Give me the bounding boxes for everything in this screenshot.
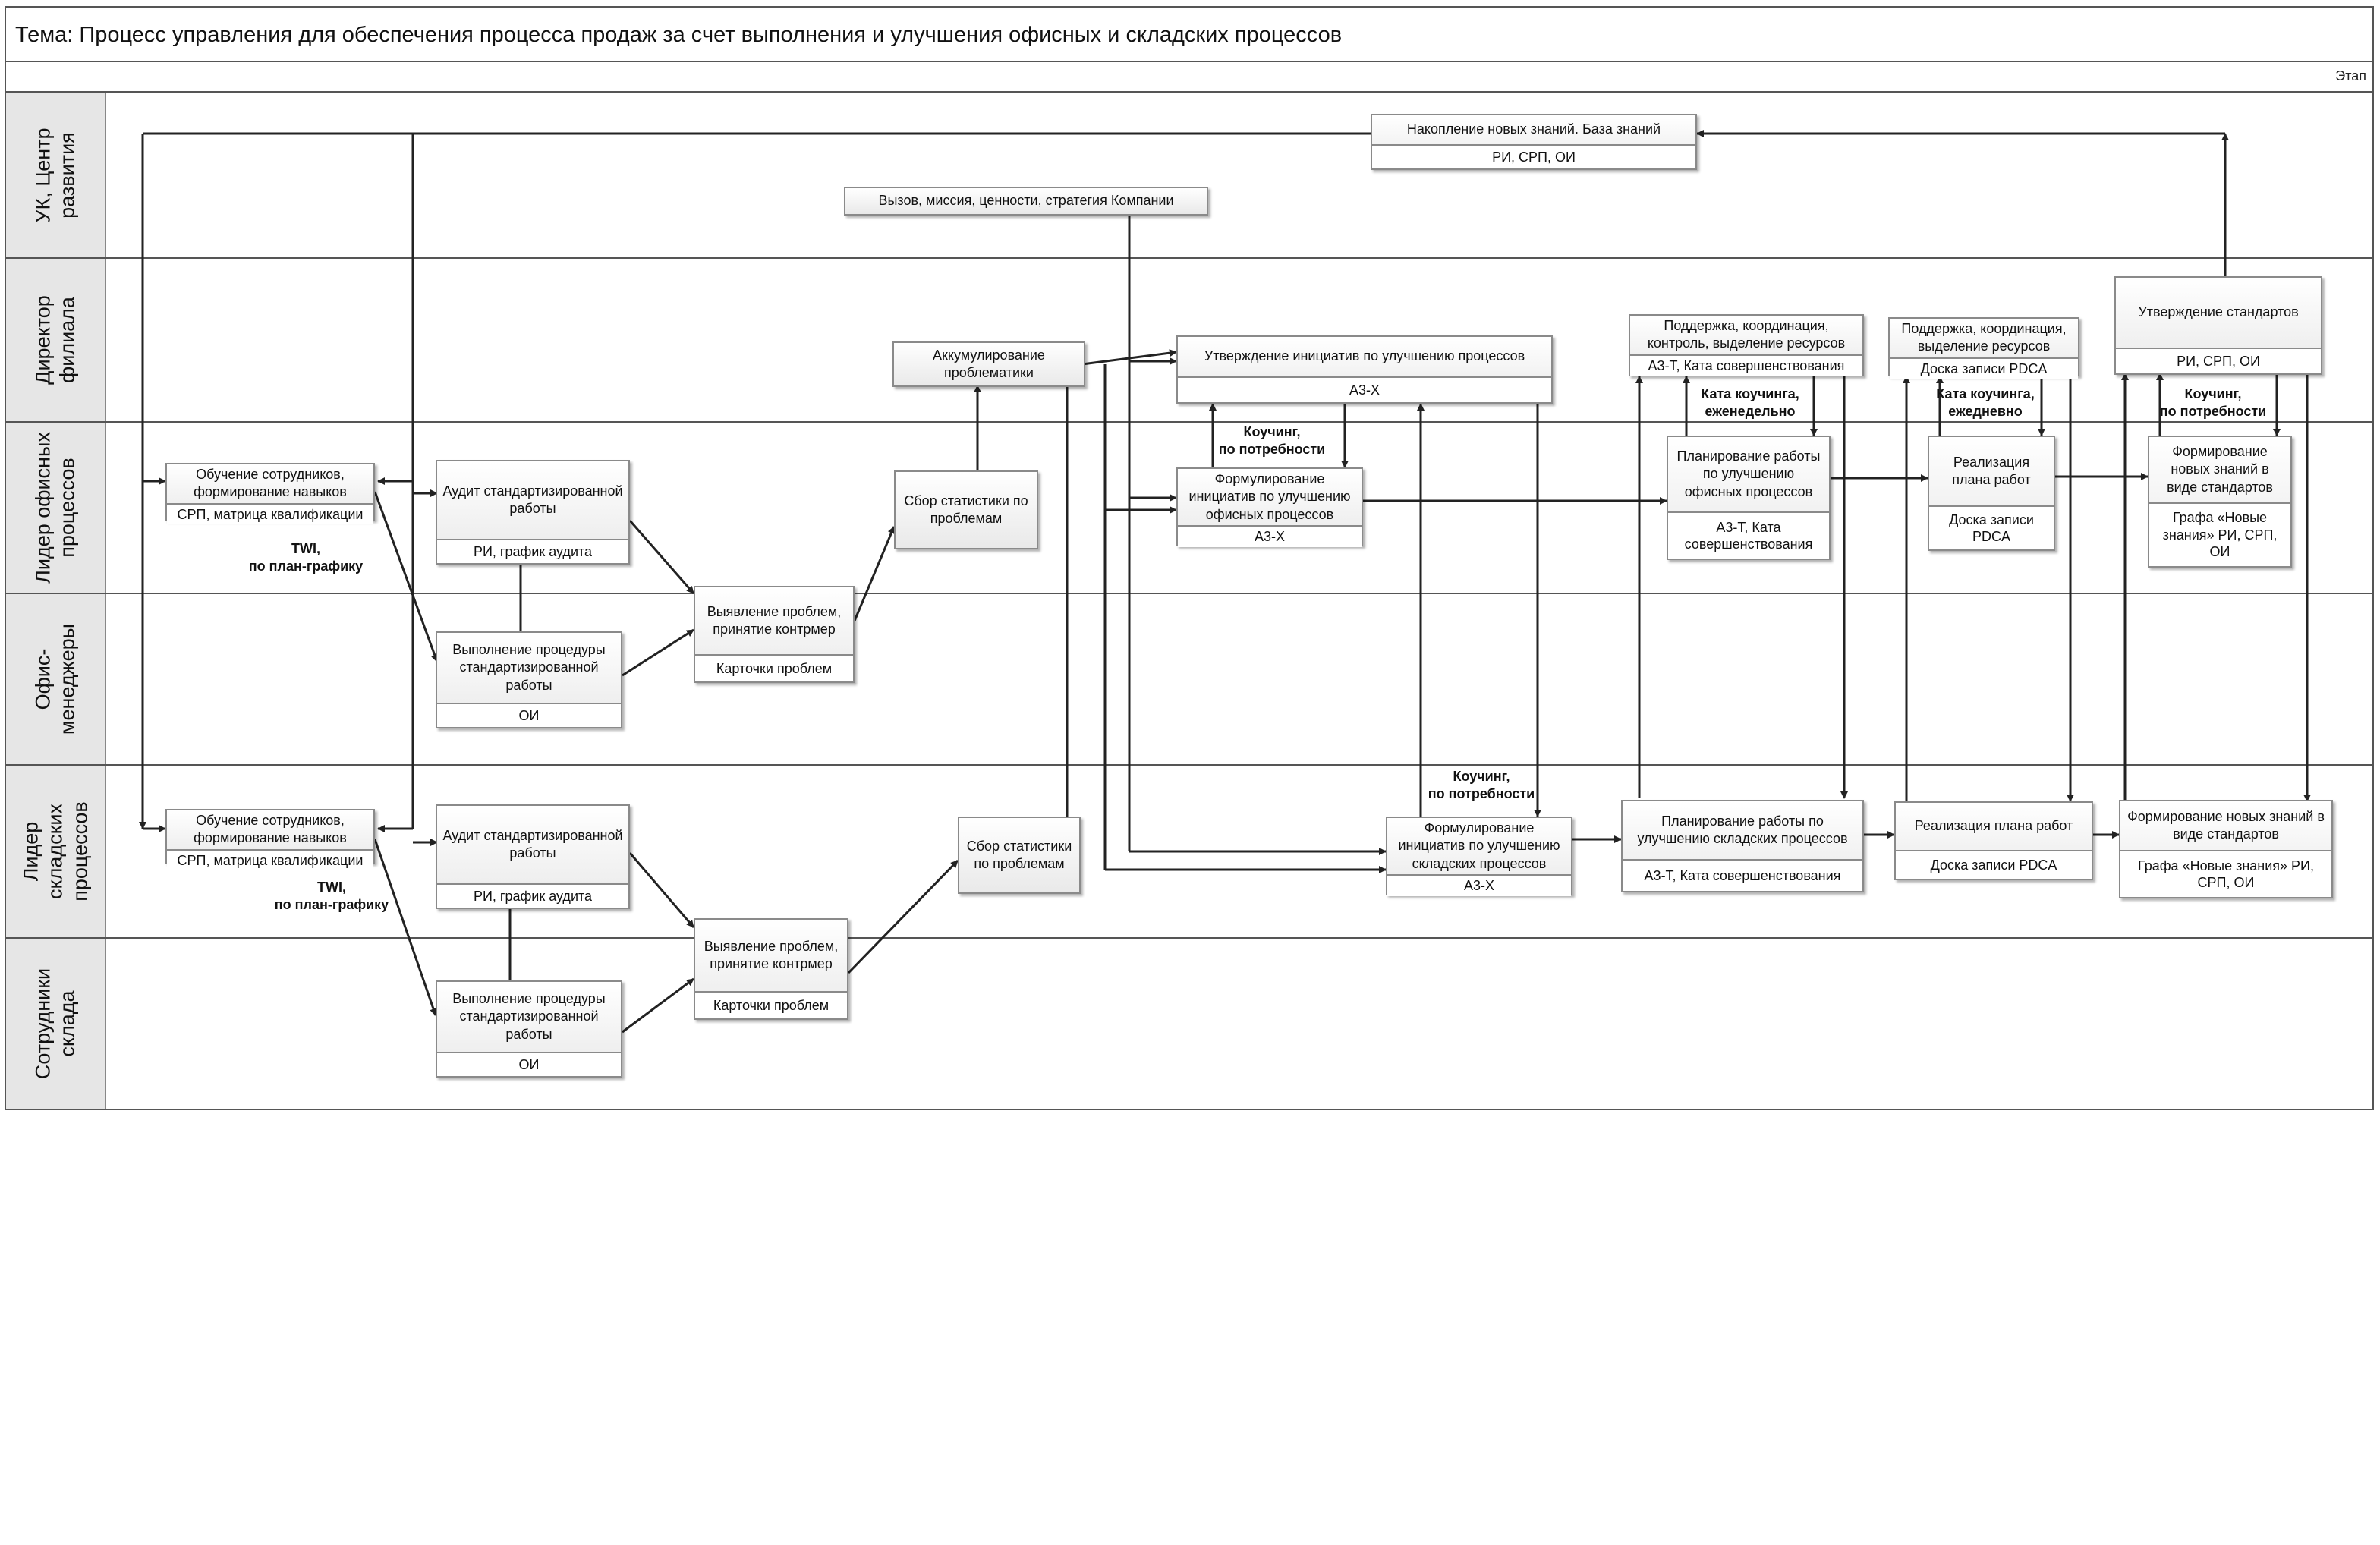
box-perform-warehouse-tools: ОИ xyxy=(437,1052,621,1076)
box-train-warehouse-title: Обучение сотрудников, формирование навык… xyxy=(194,813,347,846)
box-impl-office-tools: Доска записи PDCA xyxy=(1929,505,2054,549)
box-problems-warehouse: Выявление проблем, принятие контрмер Кар… xyxy=(694,918,848,1020)
diagram-title: Тема: Процесс управления для обеспечения… xyxy=(15,23,1343,47)
lane-branch-director: Директор филиала xyxy=(6,258,106,422)
box-problems-warehouse-tools: Карточки проблем xyxy=(695,991,847,1018)
box-audit-office: Аудит стандартизированной работы РИ, гра… xyxy=(436,460,630,565)
box-approve-standards-tools: РИ, СРП, ОИ xyxy=(2116,348,2321,373)
box-train-office-title: Обучение сотрудников, формирование навык… xyxy=(194,467,347,500)
box-plan-warehouse-tools: A3-T, Ката совершенствования xyxy=(1623,859,1862,891)
box-train-office: Обучение сотрудников, формирование навык… xyxy=(165,463,375,525)
box-support-warehouse: Поддержка, координация, выделение ресурс… xyxy=(1888,317,2079,379)
stage-label: Этап xyxy=(2335,68,2366,83)
box-new-knowledge-office: Формирование новых знаний в виде стандар… xyxy=(2148,436,2292,568)
box-train-office-tools: СРП, матрица квалификации xyxy=(167,502,373,525)
box-train-warehouse-tools: СРП, матрица квалификации xyxy=(167,848,373,871)
box-support-warehouse-tools: Доска записи PDCA xyxy=(1890,357,2078,379)
box-impl-office: Реализация плана работ Доска записи PDCA xyxy=(1928,436,2055,551)
box-accumulate-problems: Аккумулирование проблематики xyxy=(892,341,1085,387)
box-audit-office-tools: РИ, график аудита xyxy=(437,539,628,563)
box-impl-warehouse-tools: Доска записи PDCA xyxy=(1896,850,2092,879)
box-perform-warehouse: Выполнение процедуры стандартизированной… xyxy=(436,980,622,1078)
note-coaching-need-office: Коучинг, по потребности xyxy=(1218,424,1326,458)
box-support-office-tools: A3-T, Ката совершенствования xyxy=(1630,354,1862,376)
box-formulate-office-tools: A3-X xyxy=(1178,525,1362,547)
box-new-knowledge-warehouse: Формирование новых знаний в виде стандар… xyxy=(2119,800,2333,898)
box-perform-office-tools: ОИ xyxy=(437,703,621,727)
box-approve-initiatives-title: Утверждение инициатив по улучшению проце… xyxy=(1204,348,1525,364)
stage-bar: Этап xyxy=(5,62,2374,93)
box-mission-title: Вызов, миссия, ценности, стратегия Компа… xyxy=(878,193,1174,209)
box-problems-office-title: Выявление проблем, принятие контрмер xyxy=(707,603,842,637)
lane-office-leader: Лидер офисных процессов xyxy=(6,422,106,593)
box-formulate-office-title: Формулирование инициатив по улучшению оф… xyxy=(1188,471,1351,522)
box-impl-warehouse-title: Реализация плана работ xyxy=(1914,818,2073,834)
box-support-warehouse-title: Поддержка, координация, выделение ресурс… xyxy=(1901,321,2067,354)
box-new-knowledge-warehouse-tools: Графа «Новые знания» РИ, СРП, ОИ xyxy=(2120,850,2331,897)
lane-warehouse-leader: Лидер складских процессов xyxy=(6,765,106,938)
box-plan-office: Планирование работы по улучшению офисных… xyxy=(1667,436,1831,560)
box-audit-warehouse-title: Аудит стандартизированной работы xyxy=(442,827,623,861)
box-audit-warehouse-tools: РИ, график аудита xyxy=(437,883,628,908)
note-coaching-need-warehouse: Коучинг, по потребности xyxy=(1428,769,1535,802)
box-perform-office: Выполнение процедуры стандартизированной… xyxy=(436,631,622,728)
box-new-knowledge-warehouse-title: Формирование новых знаний в виде стандар… xyxy=(2127,808,2325,842)
note-kata-weekly: Ката коучинга, еженедельно xyxy=(1701,386,1799,420)
box-stats-warehouse-title: Сбор статистики по проблемам xyxy=(966,838,1072,871)
box-stats-office: Сбор статистики по проблемам xyxy=(894,470,1038,549)
box-problems-office-tools: Карточки проблем xyxy=(695,654,853,681)
box-support-office: Поддержка, координация, контроль, выделе… xyxy=(1629,314,1864,376)
box-accumulate-problems-title: Аккумулирование проблематики xyxy=(933,347,1045,380)
title-bar: Тема: Процесс управления для обеспечения… xyxy=(5,6,2374,62)
box-audit-warehouse: Аудит стандартизированной работы РИ, гра… xyxy=(436,804,630,909)
box-formulate-warehouse-title: Формулирование инициатив по улучшению ск… xyxy=(1398,820,1560,871)
box-mission: Вызов, миссия, ценности, стратегия Компа… xyxy=(844,187,1208,216)
box-formulate-office: Формулирование инициатив по улучшению оф… xyxy=(1176,467,1363,547)
lane-office-managers: Офис-менеджеры xyxy=(6,593,106,765)
box-impl-office-title: Реализация плана работ xyxy=(1952,454,2031,487)
box-train-warehouse: Обучение сотрудников, формирование навык… xyxy=(165,809,375,871)
box-approve-initiatives-tools: A3-X xyxy=(1178,376,1551,402)
lane-warehouse-staff: Сотрудники склада xyxy=(6,938,106,1109)
lane-uk-center: УК, Центр развития xyxy=(6,93,106,258)
box-perform-warehouse-title: Выполнение процедуры стандартизированной… xyxy=(452,990,606,1042)
box-plan-warehouse-title: Планирование работы по улучшению складск… xyxy=(1637,813,1848,846)
box-stats-office-title: Сбор статистики по проблемам xyxy=(904,492,1028,526)
box-support-office-title: Поддержка, координация, контроль, выделе… xyxy=(1647,318,1846,351)
box-plan-office-title: Планирование работы по улучшению офисных… xyxy=(1676,448,1821,499)
box-approve-standards-title: Утверждение стандартов xyxy=(2138,304,2299,320)
box-impl-warehouse: Реализация плана работ Доска записи PDCA xyxy=(1894,801,2093,880)
note-twi-office: TWI, по план-графику xyxy=(248,541,364,574)
box-new-knowledge-office-tools: Графа «Новые знания» РИ, СРП, ОИ xyxy=(2149,502,2290,566)
box-approve-initiatives: Утверждение инициатив по улучшению проце… xyxy=(1176,335,1553,404)
box-new-knowledge-office-title: Формирование новых знаний в виде стандар… xyxy=(2167,443,2273,495)
box-approve-standards: Утверждение стандартов РИ, СРП, ОИ xyxy=(2114,276,2322,375)
box-knowledge-base: Накопление новых знаний. База знаний РИ,… xyxy=(1371,114,1697,170)
box-audit-office-title: Аудит стандартизированной работы xyxy=(442,483,623,516)
box-plan-office-tools: A3-T, Ката совершенствования xyxy=(1668,511,1829,559)
box-knowledge-base-title: Накопление новых знаний. База знаний xyxy=(1406,121,1661,137)
box-formulate-warehouse-tools: A3-X xyxy=(1387,874,1571,896)
box-formulate-warehouse: Формулирование инициатив по улучшению ск… xyxy=(1386,817,1572,896)
note-kata-daily: Ката коучинга, ежедневно xyxy=(1936,386,2035,420)
note-coaching-need-standards: Коучинг, по потребности xyxy=(2159,386,2267,420)
box-perform-office-title: Выполнение процедуры стандартизированной… xyxy=(452,641,606,693)
box-plan-warehouse: Планирование работы по улучшению складск… xyxy=(1621,800,1864,892)
box-stats-warehouse: Сбор статистики по проблемам xyxy=(958,817,1081,894)
note-twi-warehouse: TWI, по план-графику xyxy=(274,879,389,913)
box-knowledge-base-tools: РИ, СРП, ОИ xyxy=(1372,144,1695,168)
box-problems-warehouse-title: Выявление проблем, принятие контрмер xyxy=(704,938,839,971)
box-problems-office: Выявление проблем, принятие контрмер Кар… xyxy=(694,586,855,683)
